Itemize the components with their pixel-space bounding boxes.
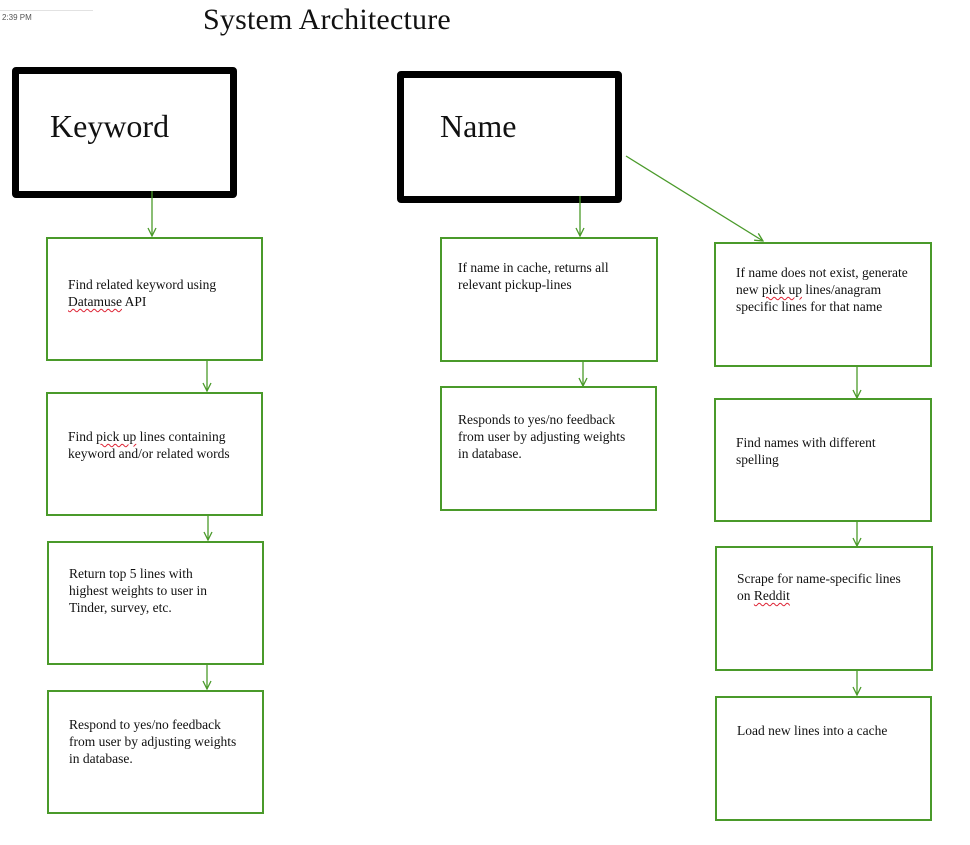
name-step-cache-text: If name in cache, returns all relevant p…	[458, 260, 609, 292]
keyword-step-datamuse: Find related keyword using Datamuse API	[46, 237, 263, 361]
arrow-name-to-generate	[625, 155, 763, 241]
name-step-cache: If name in cache, returns all relevant p…	[440, 237, 658, 362]
name-step-generate-text: If name does not exist, generate new pic…	[736, 265, 908, 314]
page-title: System Architecture	[203, 3, 451, 36]
name-step-feedback-text: Responds to yes/no feedback from user by…	[458, 412, 626, 461]
name-step-load-cache-text: Load new lines into a cache	[737, 723, 888, 738]
timestamp: 2:39 PM	[2, 13, 32, 22]
keyword-head-box: Keyword	[12, 67, 237, 198]
keyword-step-return-top-text: Return top 5 lines with highest weights …	[69, 566, 207, 615]
name-step-feedback: Responds to yes/no feedback from user by…	[440, 386, 657, 511]
name-step-load-cache: Load new lines into a cache	[715, 696, 932, 821]
name-step-spelling-text: Find names with different spelling	[736, 435, 876, 467]
header-rule	[0, 10, 93, 11]
name-step-spelling: Find names with different spelling	[714, 398, 932, 522]
keyword-step-find-lines: Find pick up lines containing keyword an…	[46, 392, 263, 516]
keyword-step-feedback-text: Respond to yes/no feedback from user by …	[69, 717, 237, 766]
name-step-reddit: Scrape for name-specific lines on Reddit	[715, 546, 933, 671]
name-head-label: Name	[440, 108, 517, 144]
keyword-step-datamuse-text: Find related keyword using Datamuse API	[68, 277, 217, 309]
name-step-generate: If name does not exist, generate new pic…	[714, 242, 932, 367]
keyword-head-label: Keyword	[50, 108, 170, 144]
keyword-step-return-top: Return top 5 lines with highest weights …	[47, 541, 264, 665]
keyword-step-find-lines-text: Find pick up lines containing keyword an…	[68, 429, 230, 461]
name-step-reddit-text: Scrape for name-specific lines on Reddit	[737, 571, 901, 603]
name-head-box: Name	[397, 71, 622, 203]
keyword-step-feedback: Respond to yes/no feedback from user by …	[47, 690, 264, 814]
